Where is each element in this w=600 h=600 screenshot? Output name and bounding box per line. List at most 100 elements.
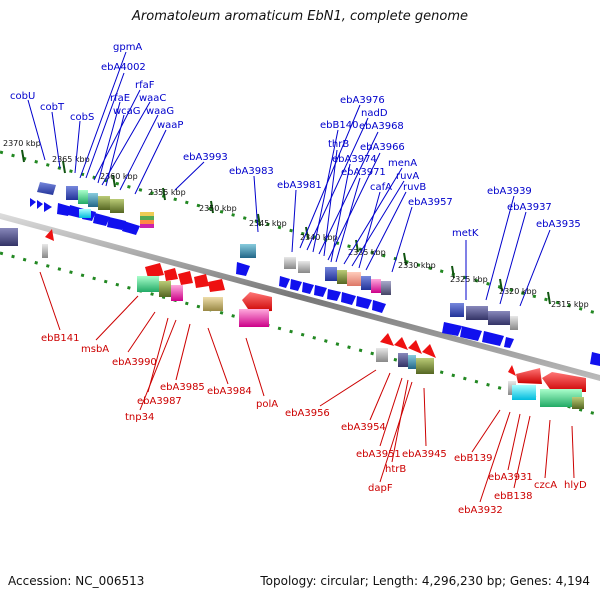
gene-label-dapF: dapF [368,483,393,494]
gene-arrow [37,182,56,195]
gene-arrow [164,268,178,281]
reverse-genes [42,229,586,409]
gene-box [361,276,371,290]
gene-arrow [45,229,54,241]
gene-label-ebA3993: ebA3993 [183,152,228,163]
scale-label: 2325 kbp [450,275,488,284]
gene-box [298,261,310,273]
gene-label-czcA: czcA [534,480,557,491]
gene-box [572,397,584,409]
gene-label-ebA3939: ebA3939 [487,186,532,197]
gene-label-ebA3968: ebA3968 [359,121,404,132]
scale-label: 2350 kbp [199,204,237,213]
gene-arrow [504,337,514,348]
gene-box [203,297,223,311]
gene-arrow [30,198,36,207]
scale-label: 2355 kbp [148,188,186,197]
gene-label-ebA3990: ebA3990 [112,357,157,368]
gene-box [98,196,110,210]
gene-box [79,209,91,218]
gene-arrow [107,217,126,230]
gene-label-ebA3971: ebA3971 [341,167,386,178]
gene-arrow [44,202,52,212]
gene-label-nadD: nadD [361,108,388,119]
gene-label-rfaE: rfaE [110,93,130,104]
gene-label-metK: metK [452,228,479,239]
gene-arrow [279,276,290,288]
gene-box [381,281,391,295]
gene-label-ebA3945: ebA3945 [402,449,447,460]
gene-label-menA: menA [388,158,417,169]
gene-arrow [194,274,209,288]
gene-box [284,257,296,269]
gene-box [66,186,78,200]
gene-arrow [236,262,250,276]
gene-arrow [327,289,341,301]
gene-arrow [508,365,516,376]
scale-label: 2340 kbp [300,233,338,242]
gene-arrow [178,271,193,285]
gene-box [140,212,154,216]
gene-arrow [422,344,436,358]
gene-box [347,272,361,286]
gene-label-ebA3974: ebA3974 [332,154,377,165]
gene-label-tnp34: tnp34 [125,412,154,423]
forward-labels: cobU cobT cobS gpmA ebA4002 rfaF rfaE wa… [10,42,581,239]
gene-label-waaC: waaC [139,93,166,104]
gene-arrow [372,300,386,313]
gene-label-cobT: cobT [40,102,65,113]
gene-arrow [394,337,408,350]
gene-label-cobU: cobU [10,91,35,102]
scale-labels: 2370 kbp 2365 kbp 2360 kbp 2355 kbp 2350… [3,139,589,309]
scale-label: 2320 kbp [499,287,537,296]
map-title: Aromatoleum aromaticum EbN1, complete ge… [132,9,468,24]
gene-arrow [542,372,586,392]
gene-label-ruvB: ruvB [403,182,426,193]
gene-arrow [590,352,600,366]
major-ticks [21,149,551,305]
gene-box [140,216,154,220]
scale-label: 2365 kbp [52,155,90,164]
gene-box [110,199,124,213]
gene-box [512,385,536,400]
gene-arrow [516,368,542,384]
gene-label-ebA3957: ebA3957 [408,197,453,208]
scale-label: 2330 kbp [398,261,436,270]
gene-box [376,348,388,362]
gene-arrow [145,263,164,278]
gene-label-gpmA: gpmA [113,42,142,53]
gene-box [140,224,154,228]
gene-arrow [122,221,140,235]
gene-box [416,358,434,374]
scale-label: 2315 kbp [551,300,589,309]
gene-label-wcaG: wcaG [113,106,141,117]
gene-label-ebA3981: ebA3981 [277,180,322,191]
gene-arrow [314,285,327,297]
gene-label-cafA: cafA [370,182,392,193]
gene-label-ebB141: ebB141 [41,333,79,344]
gene-label-ebA3985: ebA3985 [160,382,205,393]
gene-label-ebB139: ebB139 [454,453,492,464]
gene-box [0,228,18,246]
gene-arrow [341,292,356,305]
gene-label-ebB140: ebB140 [320,120,358,131]
gene-label-ebA3966: ebA3966 [360,142,405,153]
gene-arrow [380,333,394,346]
gene-label-ebA3951: ebA3951 [356,449,401,460]
genome-backbone [0,213,600,381]
gene-box [466,306,488,320]
gene-arrow [208,279,225,292]
gene-label-ebA3931: ebA3931 [488,472,533,483]
scale-label: 2345 kbp [249,219,287,228]
gene-label-ebA3987: ebA3987 [137,396,182,407]
gene-label-cobS: cobS [70,112,94,123]
gene-label-ebA3935: ebA3935 [536,219,581,230]
gene-arrow [93,213,110,226]
gene-arrow [482,331,504,346]
gene-label-ruvA: ruvA [396,171,419,182]
gene-label-ebA3956: ebA3956 [285,408,330,419]
scale-label: 2370 kbp [3,139,41,148]
gene-label-waaG: waaG [146,106,174,117]
gene-box [140,220,154,224]
gene-box [325,267,337,281]
